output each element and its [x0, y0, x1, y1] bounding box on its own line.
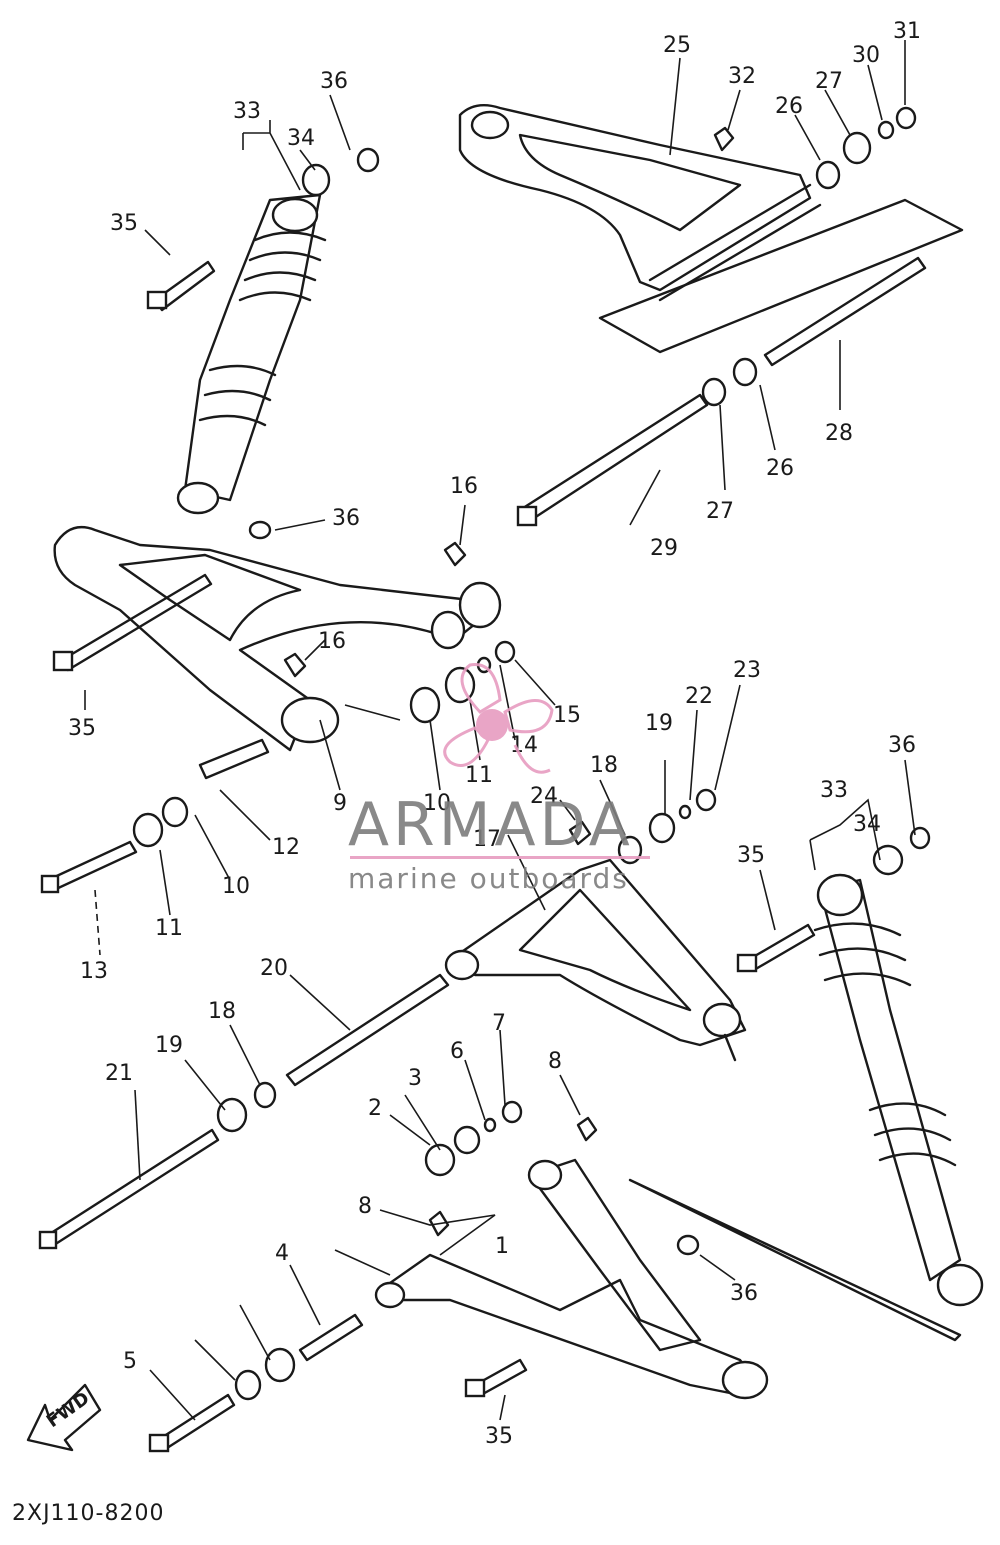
callout-25: 25: [663, 33, 691, 58]
callout-5: 5: [123, 1349, 137, 1374]
callout-11-lower: 11: [155, 916, 183, 941]
callout-36-right: 36: [888, 733, 916, 758]
fwd-label: FWD: [43, 1388, 94, 1432]
callout-35-right: 35: [737, 843, 765, 868]
callout-22: 22: [685, 684, 713, 709]
callout-8-top: 8: [548, 1049, 562, 1074]
callout-29: 29: [650, 536, 678, 561]
callout-2: 2: [368, 1096, 382, 1121]
lower-a-arm: [148, 1100, 962, 1453]
callout-15: 15: [553, 703, 581, 728]
callout-36-bottom: 36: [730, 1281, 758, 1306]
watermark-underline: [350, 856, 650, 859]
lower-right-a-arm: [38, 858, 747, 1250]
callout-31: 31: [893, 19, 921, 44]
upper-a-arm-assembly: [458, 104, 964, 527]
callout-19-upper: 19: [645, 711, 673, 736]
callout-36-top: 36: [320, 69, 348, 94]
right-shock-absorber: [736, 826, 984, 1307]
callout-26-bottom: 26: [766, 456, 794, 481]
callout-16-top: 16: [450, 474, 478, 499]
callout-9: 9: [333, 791, 347, 816]
propeller-logo-icon: [443, 662, 554, 774]
callout-3: 3: [408, 1066, 422, 1091]
callout-1: 1: [495, 1234, 509, 1259]
callout-10-lower: 10: [222, 874, 250, 899]
watermark-brand: ARMADA: [348, 790, 634, 860]
callout-23: 23: [733, 658, 761, 683]
forward-arrow-icon: FWD: [26, 1383, 102, 1452]
callout-20: 20: [260, 956, 288, 981]
callout-12: 12: [272, 835, 300, 860]
callout-19-lower: 19: [155, 1033, 183, 1058]
callout-10-upper: 10: [423, 791, 451, 816]
watermark-tagline: marine outboards: [348, 862, 629, 895]
callout-35-left: 35: [68, 716, 96, 741]
callout-27-bottom: 27: [706, 499, 734, 524]
callout-4: 4: [275, 1241, 289, 1266]
callout-33-left: 33: [233, 99, 261, 124]
callout-34-left: 34: [287, 126, 315, 151]
leader-lines: [84, 40, 916, 1421]
callout-18-upper: 18: [590, 753, 618, 778]
callout-36-mid: 36: [332, 506, 360, 531]
callout-6: 6: [450, 1039, 464, 1064]
left-shock-absorber: [146, 147, 380, 515]
callout-8-bottom: 8: [358, 1194, 372, 1219]
callout-34-right: 34: [853, 812, 881, 837]
callout-28: 28: [825, 421, 853, 446]
callout-24: 24: [530, 784, 558, 809]
callout-labels: 1 2 3 4 5 6 7 8 8 9 10 10 11 11 12 13 14…: [68, 19, 921, 1449]
armada-watermark: ARMADA marine outboards: [348, 662, 650, 895]
callout-27-top: 27: [815, 69, 843, 94]
callout-21: 21: [105, 1061, 133, 1086]
callout-26-top: 26: [775, 94, 803, 119]
callout-33-right: 33: [820, 778, 848, 803]
callout-13: 13: [80, 959, 108, 984]
callout-35-top: 35: [110, 211, 138, 236]
callout-17: 17: [473, 827, 501, 852]
callout-18-lower: 18: [208, 999, 236, 1024]
left-a-arm: [52, 520, 502, 752]
callout-11-upper: 11: [465, 763, 493, 788]
part-code: 2XJ110-8200: [12, 1501, 164, 1526]
callout-35-bottom: 35: [485, 1424, 513, 1449]
callout-30: 30: [852, 43, 880, 68]
callout-32: 32: [728, 64, 756, 89]
callout-7: 7: [492, 1011, 506, 1036]
callout-16-mid: 16: [318, 629, 346, 654]
